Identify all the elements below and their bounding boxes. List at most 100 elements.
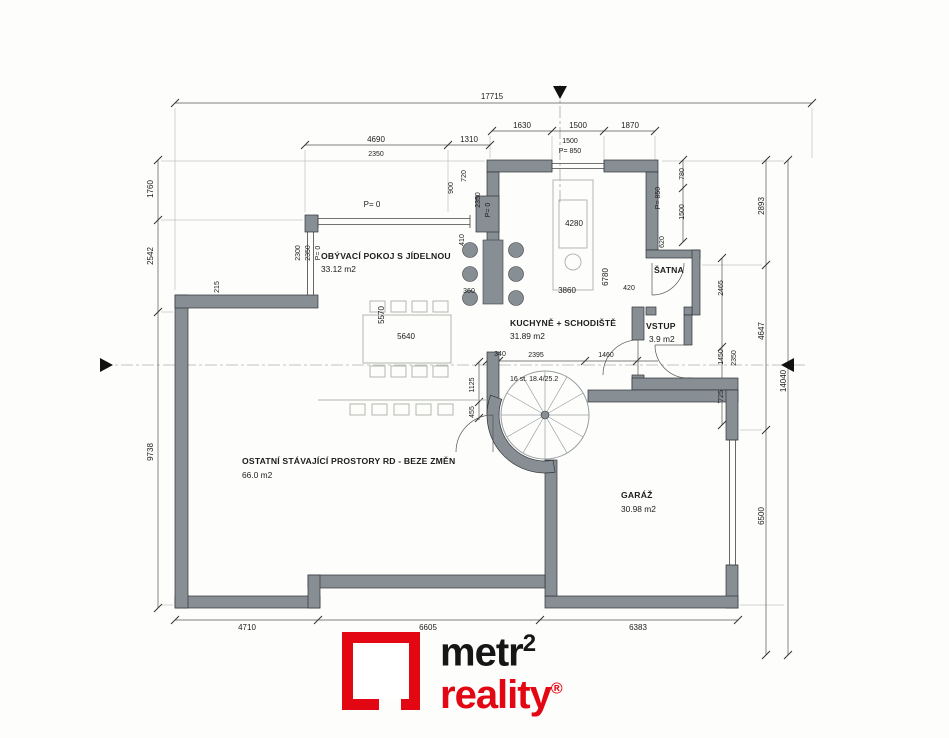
chair [390, 300, 407, 313]
logo-word-reality: reality® [440, 675, 563, 715]
dim-bottom-6383: 6383 [629, 623, 647, 632]
dim-right-p850: P= 850 [655, 187, 662, 209]
cabinet [393, 403, 410, 416]
chair [369, 300, 386, 313]
dim-hall-455: 455 [469, 406, 476, 418]
chair [411, 365, 428, 378]
dim-living-2300: 2300 [295, 245, 302, 261]
dim-living-2350: 2350 [305, 245, 312, 261]
room-label-ostatni: OSTATNÍ STÁVAJÍCÍ PROSTORY RD - BEZE ZMĚ… [242, 455, 455, 466]
logo-text: metr2 reality® [440, 630, 563, 716]
windows [307, 160, 738, 566]
chair [369, 365, 386, 378]
wall-satna-bottom-left [645, 306, 657, 316]
wall-leftroom-left [174, 294, 189, 609]
logo-registered-mark: ® [550, 681, 563, 698]
dim-window-length: 1500 [562, 138, 578, 145]
room-area-ostatni: 66.0 m2 [242, 470, 273, 480]
dim-top-1630: 1630 [513, 121, 531, 130]
dim-mid-360: 360 [463, 288, 475, 295]
dim-top-1870: 1870 [621, 121, 639, 130]
wall-satna-right [691, 249, 701, 316]
wall-leftroom-top [174, 294, 319, 309]
room-label-satna: ŠATNA [654, 264, 684, 275]
section-arrow-left [100, 358, 113, 372]
dim-kitchen-4280: 4280 [565, 219, 583, 228]
dim-total-width: 17715 [481, 92, 504, 101]
bar-stool [462, 290, 478, 306]
brand-logo: metr2 reality® [342, 630, 563, 716]
stair-note: 16 st. 18.4/25.2 [510, 376, 558, 383]
bar-stool [508, 266, 524, 282]
dim-right-725: 725 [718, 390, 725, 402]
logo-word1-text: metr [440, 630, 524, 675]
dim-far-2893: 2893 [757, 197, 766, 215]
section-arrow-right [781, 358, 794, 372]
bar-counter [482, 239, 504, 305]
logo-square-notch [379, 699, 401, 710]
cabinet [437, 403, 454, 416]
door-satna [651, 262, 685, 296]
room-label-garaz: GARÁŽ [621, 489, 653, 500]
room-label-living: OBÝVACÍ POKOJ S JÍDELNOU [321, 250, 451, 261]
door-hall [455, 414, 494, 453]
dim-top-4690: 4690 [367, 135, 385, 144]
room-label-vstup: VSTUP [646, 321, 676, 331]
dim-left-1760: 1760 [146, 180, 155, 198]
section-markers [100, 86, 794, 372]
wall-leftroom-bottom [174, 595, 321, 609]
dim-kitchen-420: 420 [623, 285, 635, 292]
dimension-texts: 17715 1630 1500 1870 1500 P= 850 4690 13… [238, 92, 647, 632]
room-area-living: 33.12 m2 [321, 264, 356, 274]
logo-superscript-2: 2 [522, 630, 536, 657]
walls [174, 159, 739, 609]
wall-kitchen-right [645, 171, 659, 251]
wall-vstup-bottom [631, 377, 739, 391]
wall-garage-bottom [544, 595, 739, 609]
dim-hall-2395: 2395 [528, 352, 544, 359]
wall-garage-left [544, 459, 558, 597]
dim-kitchen-6780: 6780 [601, 268, 610, 286]
spiral-staircase [500, 370, 590, 460]
wall-satna-bottom-right [683, 306, 693, 316]
dim-hall-1460: 1460 [598, 352, 614, 359]
wall-living-pier-topright [475, 195, 500, 233]
door-entrance [654, 344, 689, 379]
wall-mid-connector [307, 574, 321, 609]
bar-stool [462, 266, 478, 282]
bar-stool [508, 290, 524, 306]
dim-window-parapet: P= 850 [559, 148, 581, 155]
kitchen-counter [552, 179, 594, 291]
wall-living-pier-topleft [304, 214, 319, 233]
dim-far-4647: 4647 [757, 322, 766, 340]
chair [432, 365, 449, 378]
dim-left-215: 215 [214, 281, 221, 293]
dim-right-620: 620 [659, 236, 666, 248]
dim-left-2542: 2542 [146, 247, 155, 265]
dim-mid-720: 720 [461, 170, 468, 182]
dim-right-1500: 1500 [679, 204, 686, 220]
dim-bottom-6605: 6605 [419, 623, 437, 632]
dim-mid-2350: 2350 [475, 192, 482, 208]
stair-center-post [540, 410, 550, 420]
room-area-vstup: 3.9 m2 [649, 334, 675, 344]
dim-mid-410: 410 [459, 234, 466, 246]
dim-far-6500: 6500 [757, 507, 766, 525]
dim-hall-1125: 1125 [469, 377, 476, 392]
dim-right-2465: 2465 [718, 280, 725, 296]
dim-mid-p0: P= 0 [485, 203, 492, 218]
chair [390, 365, 407, 378]
dim-top-2350: 2350 [368, 151, 384, 158]
stair-treads [501, 371, 589, 459]
section-arrow-top [553, 86, 567, 99]
kitchen-appliance [558, 199, 588, 249]
room-area-kitchen: 31.89 m2 [510, 331, 545, 341]
door-vstup-hall [602, 339, 639, 376]
dim-parapet-top: P= 0 [364, 200, 381, 209]
wall-vstup-left-upper [631, 306, 645, 341]
extension-lines [161, 108, 813, 606]
dim-top-1500: 1500 [569, 121, 587, 130]
wall-kitchen-top-left [486, 159, 553, 173]
